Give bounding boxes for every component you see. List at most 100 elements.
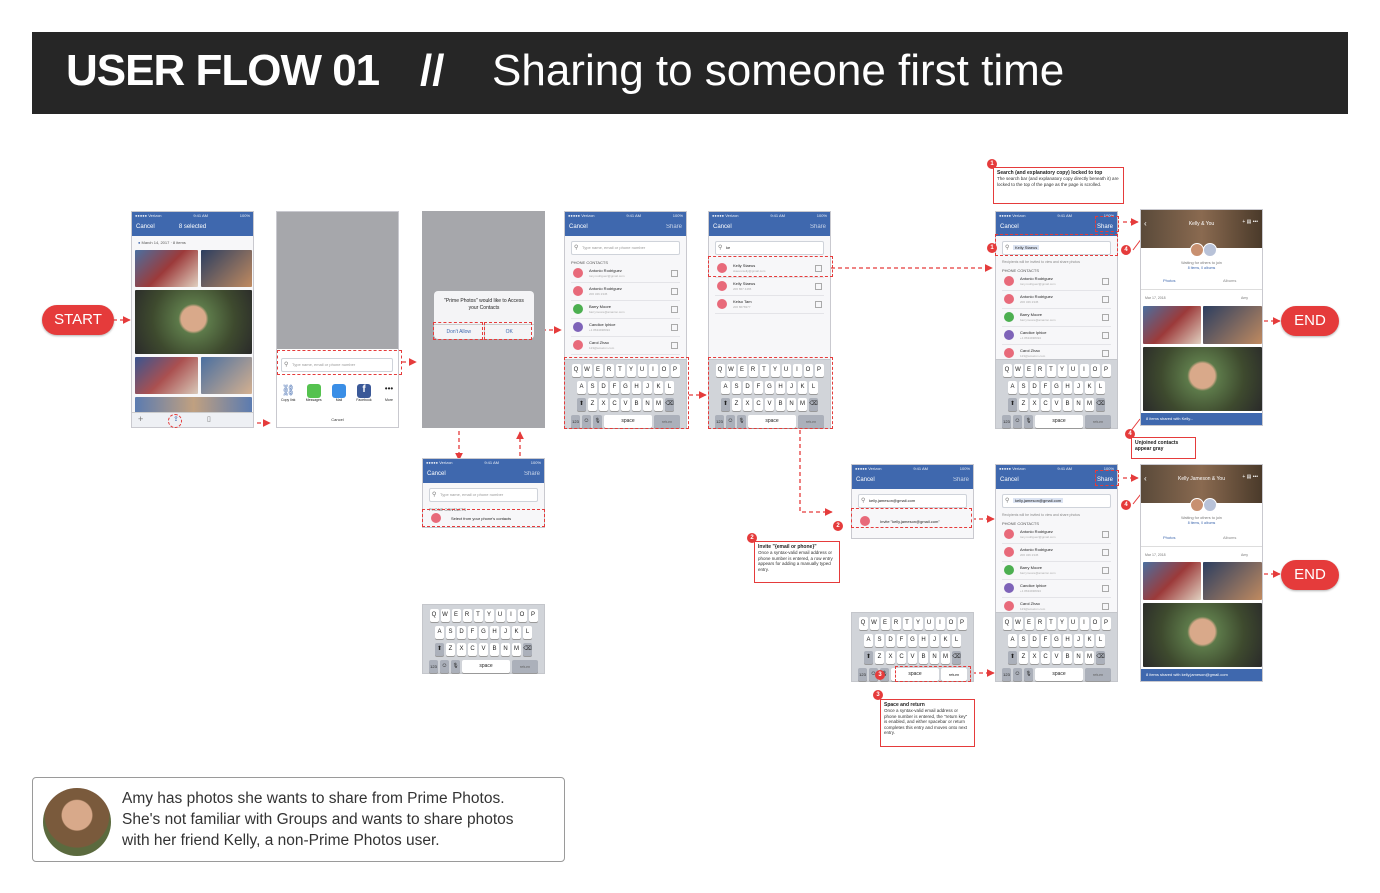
contact-search-input[interactable]: ⚲Type name, email or phone number [571,241,680,255]
cancel-button[interactable]: Cancel [1000,224,1019,230]
photo-thumb[interactable] [1143,603,1262,667]
tab-photos[interactable]: Photos [1163,278,1176,283]
contact-search-input[interactable]: ⚲ke [715,241,824,255]
album-title: Kelly & You [1188,221,1215,227]
share-button[interactable]: Share [665,224,682,230]
share-button[interactable]: Share [1096,477,1113,483]
contacts-avatar [431,513,441,523]
share-button[interactable]: Share [523,471,540,477]
photo-thumb[interactable] [135,397,252,413]
cancel-button[interactable]: Cancel [713,224,732,230]
photo-thumb[interactable] [1143,347,1262,411]
share-button[interactable]: Share [952,477,969,483]
album-tabs: Photos Albums [1141,535,1262,547]
ok-button[interactable]: OK [505,329,513,335]
add-icon[interactable]: + [138,414,144,424]
copy-link-button[interactable]: ⛓Copy link [281,385,296,402]
share-search-input[interactable]: ⚲Type name, email or phone number [281,358,393,372]
photo-thumb[interactable] [135,250,198,287]
note-2-marker: 2 [833,521,843,531]
cancel-button[interactable]: Cancel [427,471,446,477]
search-icon: ⚲ [284,362,289,368]
recipient-input[interactable]: ⚲Kelly Staeus [1002,241,1111,255]
share-button[interactable]: Share [1096,224,1113,230]
return-key[interactable]: return [941,668,967,681]
back-icon[interactable]: ‹ [1144,474,1147,483]
note-2-badge: 2 [747,533,757,543]
cancel-button[interactable]: Cancel [1000,477,1019,483]
photo-thumb[interactable] [1203,306,1262,344]
share-footer: 8 items shared with kelly.jameson@gmail.… [1141,669,1262,681]
note-2: Invite "{email or phone}" Once a syntax-… [754,541,840,583]
invite-row[interactable]: Invite "kelly.jameson@gmail.com" [880,519,940,524]
note-4-marker-2: 4 [1121,500,1131,510]
mail-icon [331,384,346,398]
invite-highlight [851,508,972,528]
permission-message: "Prime Photos" would like to Access your… [444,298,524,311]
cancel-button[interactable]: Cancel [856,477,875,483]
result-highlight [708,256,833,277]
share-button[interactable]: Share [809,224,826,230]
photo-thumb[interactable] [135,357,198,394]
share-cancel-button[interactable]: Cancel [331,417,344,422]
cancel-button[interactable]: Cancel [136,224,155,230]
contact-row[interactable]: Candice Iphice+1 8634938494 [571,319,680,337]
note-4: Unjoined contacts appear gray [1131,437,1196,459]
note-1: Search (and explanatory copy) locked to … [993,167,1124,204]
photo-thumb[interactable] [201,250,252,287]
tab-albums[interactable]: Albums [1223,278,1237,283]
keyboard-highlight [564,357,689,429]
screen-share-sheet: ⚲Type name, email or phone number ⛓Copy … [276,211,399,428]
end-pill-1: END [1281,306,1339,336]
photo-thumb[interactable] [1203,562,1262,600]
cancel-button[interactable]: Cancel [569,224,588,230]
photo-thumb[interactable] [1143,306,1201,344]
mail-button[interactable]: Mail [331,384,346,402]
share-owner: Amy [1241,553,1248,557]
photo-thumb[interactable] [135,290,252,354]
more-button[interactable]: •••More [382,384,396,402]
photo-thumb[interactable] [1143,562,1201,600]
contact-row[interactable]: Candice Iphice+1 8634938494 [1002,327,1111,345]
recipient-chip: kelly.jameson@gmail.com [1013,498,1064,503]
messages-button[interactable]: Messages [306,384,322,402]
checkbox [671,288,678,295]
more-icon[interactable]: + ▤ ••• [1242,219,1258,225]
contact-row[interactable]: Candice Iphice+1 8634938494 [1002,580,1111,598]
select-contacts-link[interactable]: Select from your phone's contacts [451,516,512,521]
invitee-avatar [1203,243,1217,257]
tab-albums[interactable]: Albums [1223,535,1237,540]
share-date: Mar 17, 2018 [1145,553,1166,557]
space-key[interactable]: space [891,668,939,681]
search-icon: ⚲ [1005,245,1010,251]
recipient-input[interactable]: ⚲kelly.jameson@gmail.com [1002,494,1111,508]
contact-search-input[interactable]: ⚲Type name, email or phone number [429,488,538,502]
back-icon[interactable]: ‹ [1144,219,1147,228]
photo-thumb[interactable] [201,357,252,394]
trash-icon[interactable]: ▯ [207,416,211,423]
contact-search-input[interactable]: ⚲kelly.jameson@gmail.com [858,494,967,508]
tab-photos[interactable]: Photos [1163,535,1176,540]
more-icon[interactable]: + ▤ ••• [1242,474,1258,480]
